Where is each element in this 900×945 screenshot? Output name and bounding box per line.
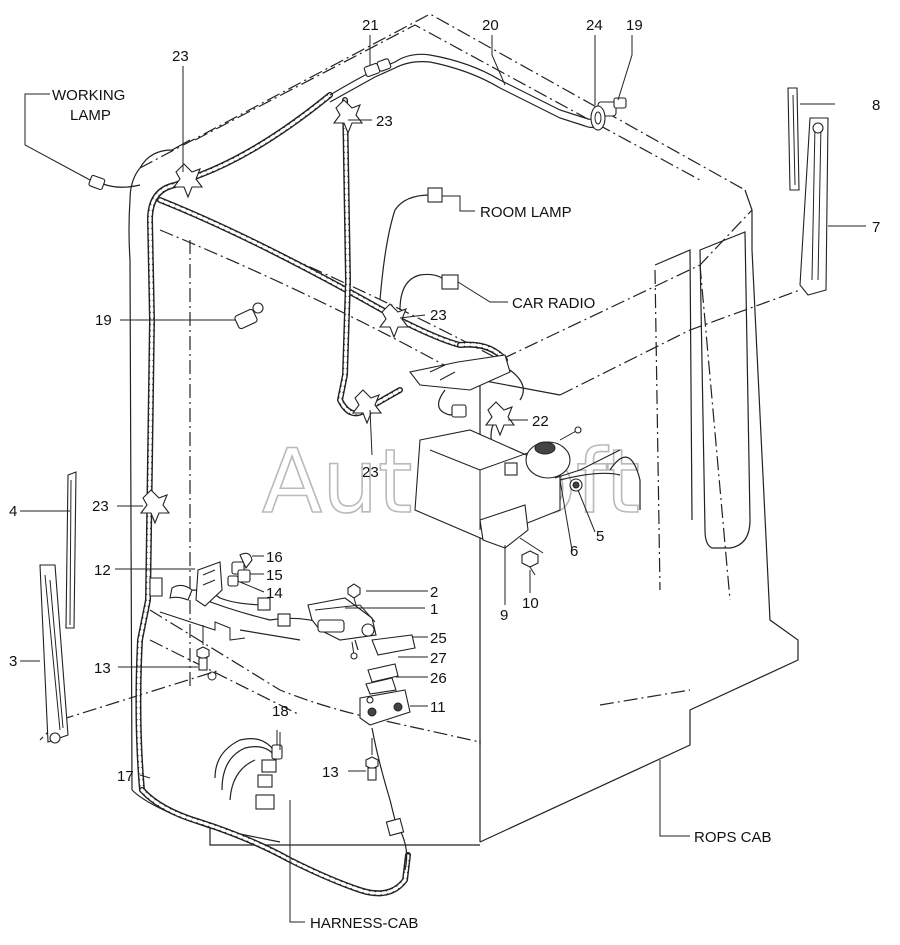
part-number-labels: 21 20 24 19 23 23 23 23 23 19 22 8 7 4 3… [9, 17, 880, 785]
part-number-9: 9 [500, 607, 508, 624]
grommet-hole [207, 671, 217, 681]
label-working-lamp-line1: WORKING [52, 87, 125, 104]
grommet-24 [590, 105, 606, 131]
room-lamp-connector [427, 187, 443, 203]
car-radio-connector [441, 274, 459, 290]
part-number-19-top: 19 [626, 17, 643, 34]
part-number-14: 14 [266, 585, 283, 602]
part-number-15: 15 [266, 567, 283, 584]
connectors-14-16 [227, 552, 253, 587]
part-number-27: 27 [430, 650, 447, 667]
switch-parts-25-27 [365, 634, 416, 695]
part-number-23-left: 23 [92, 498, 109, 515]
part-number-13-left: 13 [94, 660, 111, 677]
leader-lines [20, 35, 866, 923]
callout-labels: WORKING LAMP ROOM LAMP CAR RADIO ROPS CA… [52, 87, 772, 932]
part-number-11: 11 [430, 699, 446, 716]
part-number-2: 2 [430, 584, 438, 601]
part-number-6: 6 [570, 543, 578, 560]
label-working-lamp-line2: LAMP [70, 107, 111, 124]
bolt-10 [519, 537, 544, 576]
label-rops-cab: ROPS CAB [694, 829, 772, 846]
connector-mid-b [277, 613, 291, 627]
label-harness-cab: HARNESS-CAB [310, 915, 418, 932]
part-number-3: 3 [9, 653, 17, 670]
part-number-18: 18 [272, 703, 289, 720]
part-number-17: 17 [117, 768, 134, 785]
bolt-2 [347, 583, 361, 606]
part-number-26: 26 [430, 670, 447, 687]
bolt-13-left [196, 625, 210, 671]
right-wiper-blade [787, 87, 800, 191]
switch-block-11 [359, 689, 411, 726]
part-number-23-mid: 23 [430, 307, 447, 324]
harness-end-connector [385, 817, 405, 837]
part-number-23-lower: 23 [362, 464, 379, 481]
part-number-12: 12 [94, 562, 111, 579]
part-number-24: 24 [586, 17, 603, 34]
part-number-20: 20 [482, 17, 499, 34]
connector-21 [363, 58, 392, 78]
part-number-16: 16 [266, 549, 283, 566]
part-number-8: 8 [872, 97, 880, 114]
left-wiper-blade [65, 471, 77, 629]
bolt-13-right [365, 738, 379, 781]
components [39, 58, 829, 837]
part-number-13-right: 13 [322, 764, 339, 781]
part-number-23-top: 23 [376, 113, 393, 130]
label-room-lamp: ROOM LAMP [480, 204, 572, 221]
part-number-7: 7 [872, 219, 880, 236]
speaker [525, 426, 621, 492]
part-number-21: 21 [362, 17, 379, 34]
clamp-23 [139, 99, 516, 525]
panel-bracket [159, 611, 246, 641]
cab-outline [39, 13, 801, 846]
connector-18 [255, 730, 283, 810]
part-number-10: 10 [522, 595, 539, 612]
part-number-23-top-left: 23 [172, 48, 189, 65]
radio-panel [409, 354, 561, 549]
left-wiper-arm [39, 564, 69, 744]
part-number-1: 1 [430, 601, 438, 618]
connector-mid-a [257, 597, 271, 611]
part-number-22: 22 [532, 413, 549, 430]
part-number-25: 25 [430, 630, 447, 647]
part-number-19-left: 19 [95, 312, 112, 329]
switch-12 [149, 561, 223, 607]
working-lamp-connector [88, 174, 106, 191]
right-wiper-arm [799, 117, 829, 296]
connector-19-left [234, 302, 264, 330]
actuator-1 [307, 597, 377, 660]
label-car-radio: CAR RADIO [512, 295, 595, 312]
wires [102, 53, 621, 871]
part-number-5: 5 [596, 528, 604, 545]
part-number-4: 4 [9, 503, 17, 520]
